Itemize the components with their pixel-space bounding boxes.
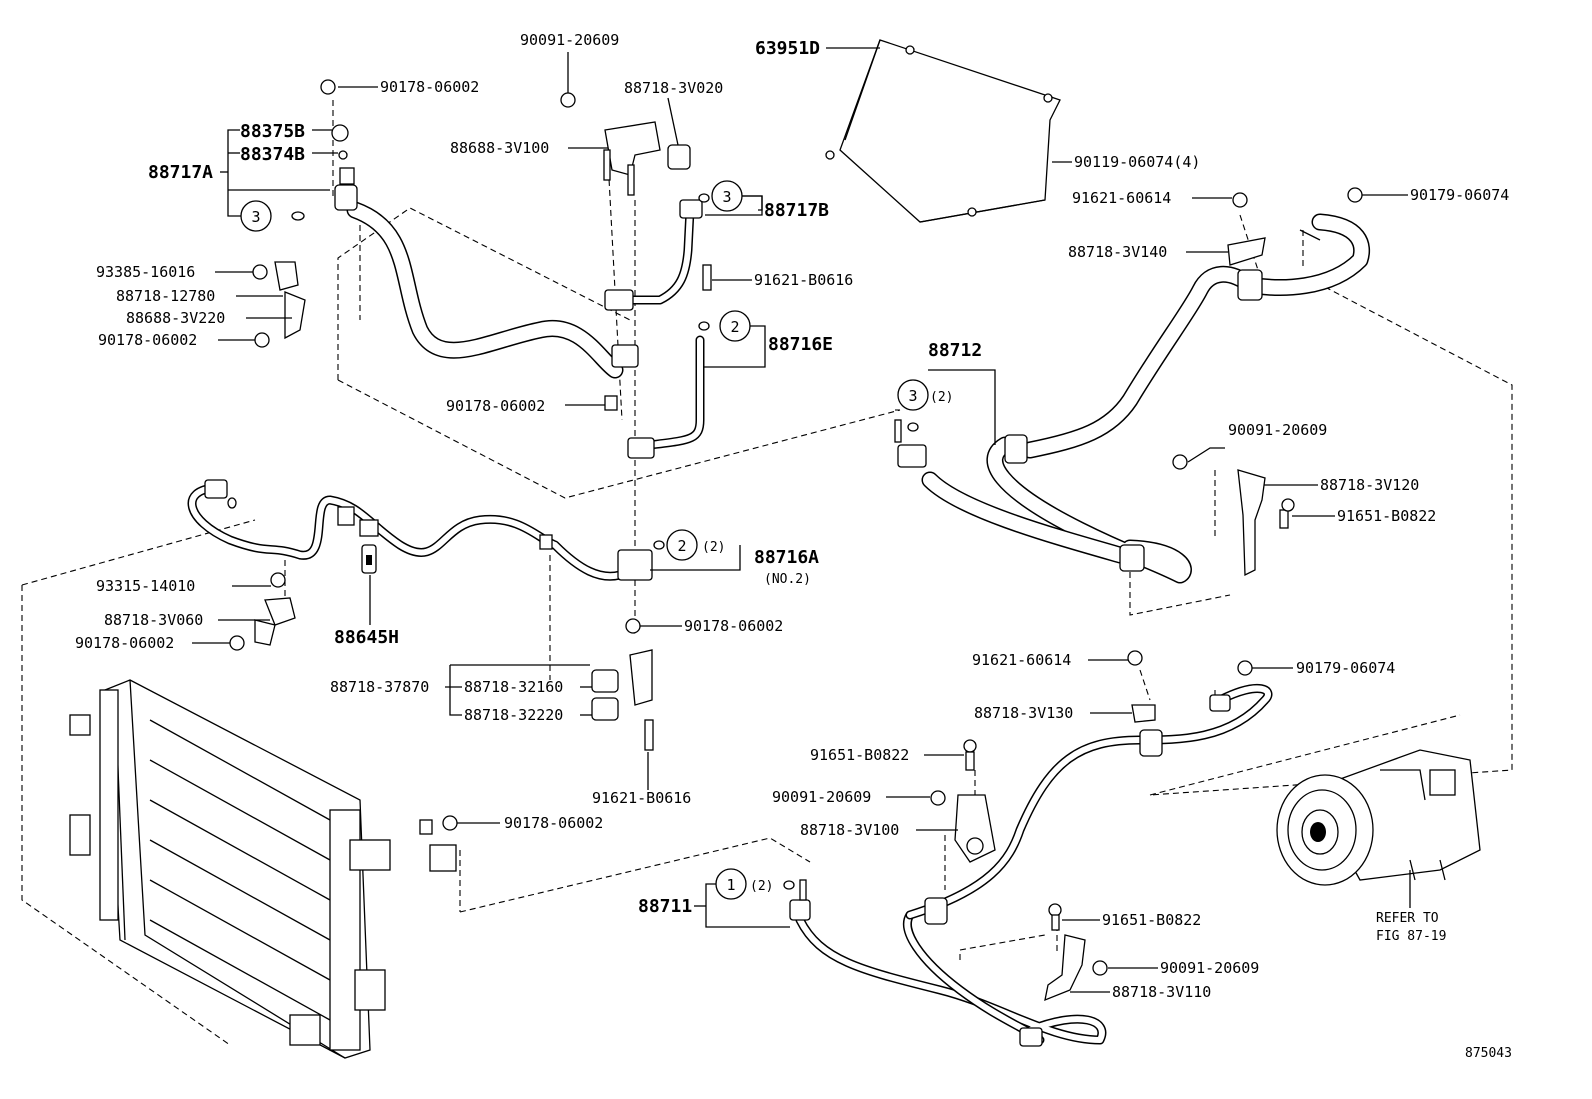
- pipe-88711: [789, 879, 1107, 1047]
- label-91651-B0822: 91651-B0822: [1337, 507, 1436, 525]
- label-90091-20609: 90091-20609: [772, 788, 871, 806]
- callout-3-88717B: 3: [698, 180, 743, 212]
- assembly-outline-upper: [337, 207, 901, 499]
- label-91621-B0616: 91621-B0616: [754, 271, 853, 289]
- callout-quantity: (2): [750, 879, 773, 894]
- label-90091-20609: 90091-20609: [1228, 421, 1327, 439]
- label-88716A-sub: (NO.2): [764, 572, 811, 587]
- part-labels: 90091-20609 63951D 90178-06002 88718-3V0…: [75, 31, 1512, 1061]
- label-88374B: 88374B: [240, 144, 305, 165]
- pipe-discharge-lower: [905, 650, 1273, 925]
- label-90178-06002: 90178-06002: [75, 634, 174, 652]
- label-88718-32220: 88718-32220: [464, 706, 563, 724]
- label-91621-60614: 91621-60614: [972, 651, 1071, 669]
- label-88718-32160: 88718-32160: [464, 678, 563, 696]
- bracket-88718-3V120: [1172, 454, 1295, 577]
- callout-3-88712: 3 (2): [897, 379, 953, 432]
- leader-dashes: [284, 100, 1304, 955]
- callout-3-88717A: 3: [240, 200, 305, 232]
- figure-number: 875043: [1465, 1046, 1512, 1061]
- bracket-88718-3V100: [930, 739, 996, 863]
- condenser: [69, 679, 458, 1059]
- label-90179-06074: 90179-06074: [1410, 186, 1509, 204]
- label-63951D: 63951D: [755, 38, 820, 59]
- label-88717B: 88717B: [764, 200, 829, 221]
- label-91651-B0822: 91651-B0822: [1102, 911, 1201, 929]
- callout-number: 1: [726, 876, 735, 894]
- label-88688-3V220: 88688-3V220: [126, 309, 225, 327]
- label-88718-3V100: 88718-3V100: [800, 821, 899, 839]
- label-93315-14010: 93315-14010: [96, 577, 195, 595]
- callout-quantity: (2): [702, 540, 725, 555]
- callout-number: 2: [730, 318, 739, 336]
- label-88718-3V110: 88718-3V110: [1112, 983, 1211, 1001]
- callout-number: 3: [908, 387, 917, 405]
- heat-shield-63951D: [825, 39, 1061, 223]
- label-90091-20609: 90091-20609: [520, 31, 619, 49]
- callout-1-88711: 1 (2): [715, 868, 795, 900]
- label-91651-B0822: 91651-B0822: [810, 746, 909, 764]
- label-88717A: 88717A: [148, 162, 213, 183]
- label-88645H: 88645H: [334, 627, 399, 648]
- label-88712: 88712: [928, 340, 982, 361]
- bracket-88718-3V110: [1044, 903, 1108, 1002]
- label-88716A: 88716A: [754, 547, 819, 568]
- refer-note-line1: REFER TO: [1376, 911, 1439, 926]
- callout-quantity: (2): [930, 390, 953, 405]
- label-91621-B0616: 91621-B0616: [592, 789, 691, 807]
- label-88716E: 88716E: [768, 334, 833, 355]
- label-90178-06002: 90178-06002: [98, 331, 197, 349]
- label-88718-3V060: 88718-3V060: [104, 611, 203, 629]
- label-90178-06002: 90178-06002: [684, 617, 783, 635]
- label-88375B: 88375B: [240, 121, 305, 142]
- clamp-group-left: [252, 79, 336, 348]
- callout-number: 3: [722, 188, 731, 206]
- label-88718-3V140: 88718-3V140: [1068, 243, 1167, 261]
- bracket-88718-3V020: [560, 92, 691, 196]
- callout-number: 3: [251, 208, 260, 226]
- label-88718-3V120: 88718-3V120: [1320, 476, 1419, 494]
- callout-2-88716E: 2: [698, 310, 751, 342]
- pipe-88716A: [187, 479, 653, 581]
- label-88718-3V020: 88718-3V020: [624, 79, 723, 97]
- label-93385-16016: 93385-16016: [96, 263, 195, 281]
- refer-note-line2: FIG 87-19: [1376, 929, 1446, 944]
- assembly-outline-right: [959, 286, 1513, 960]
- label-88711: 88711: [638, 896, 692, 917]
- pipe-88717B: [604, 199, 712, 311]
- bracket-88718-3V060: [229, 572, 641, 651]
- switch-88645H: [361, 544, 377, 574]
- label-90178-06002: 90178-06002: [380, 78, 479, 96]
- label-88718-3V130: 88718-3V130: [974, 704, 1073, 722]
- hose-88712: [894, 187, 1371, 584]
- label-88688-3V100: 88688-3V100: [450, 139, 549, 157]
- compressor: [1276, 749, 1481, 886]
- label-90091-20609: 90091-20609: [1160, 959, 1259, 977]
- label-91621-60614: 91621-60614: [1072, 189, 1171, 207]
- label-90178-06002: 90178-06002: [504, 814, 603, 832]
- leader-lines: [192, 47, 1411, 993]
- label-88718-37870: 88718-37870: [330, 678, 429, 696]
- label-88718-12780: 88718-12780: [116, 287, 215, 305]
- suction-hose-88717A: [331, 124, 639, 379]
- label-90119-06074: 90119-06074(4): [1074, 153, 1200, 171]
- label-90179-06074: 90179-06074: [1296, 659, 1395, 677]
- callout-number: 2: [677, 537, 686, 555]
- pipe-88716E: [604, 335, 705, 459]
- label-90178-06002: 90178-06002: [446, 397, 545, 415]
- callout-2-88716A: 2 (2): [653, 529, 725, 561]
- clamp-bracket-88718-37870: [591, 649, 654, 751]
